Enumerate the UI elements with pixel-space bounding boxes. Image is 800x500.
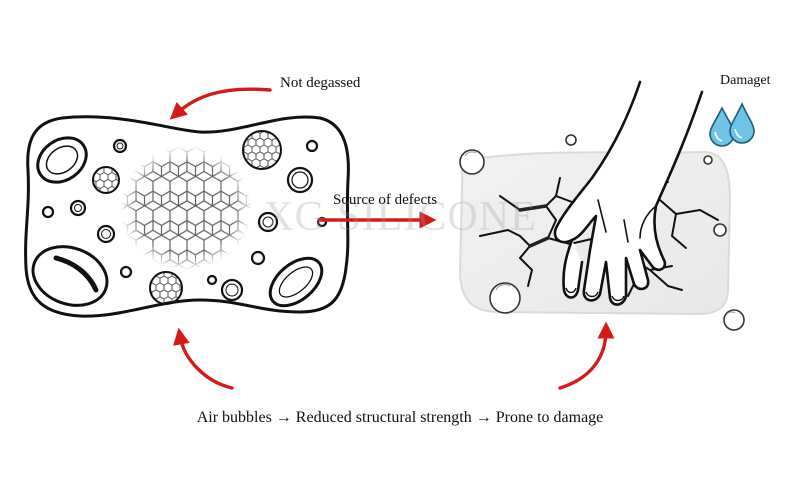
water-drop-icon (709, 102, 755, 147)
oval-pore (268, 256, 324, 308)
bubble-highlights (464, 151, 736, 315)
caption: Air bubbles → Reduced structural strengt… (196, 409, 604, 426)
air-bubble-icon (36, 136, 328, 302)
label-damaget: Damaget (720, 73, 771, 88)
arrow-right-up (558, 321, 615, 390)
slab-bubbles (459, 134, 745, 331)
arrow-left-up (173, 327, 234, 390)
large-pore (31, 245, 109, 307)
hand-icon (553, 80, 704, 306)
honeycomb-bubble (92, 130, 282, 305)
arrow-not-degassed (169, 87, 272, 120)
fingernails (565, 287, 625, 302)
label-source-of-defects: Source of defects (333, 192, 438, 208)
label-not-degassed: Not degassed (280, 75, 361, 91)
honeycomb-icon (118, 144, 254, 272)
watermark: XG SILICONE (263, 194, 537, 240)
red-arrows (169, 87, 615, 390)
